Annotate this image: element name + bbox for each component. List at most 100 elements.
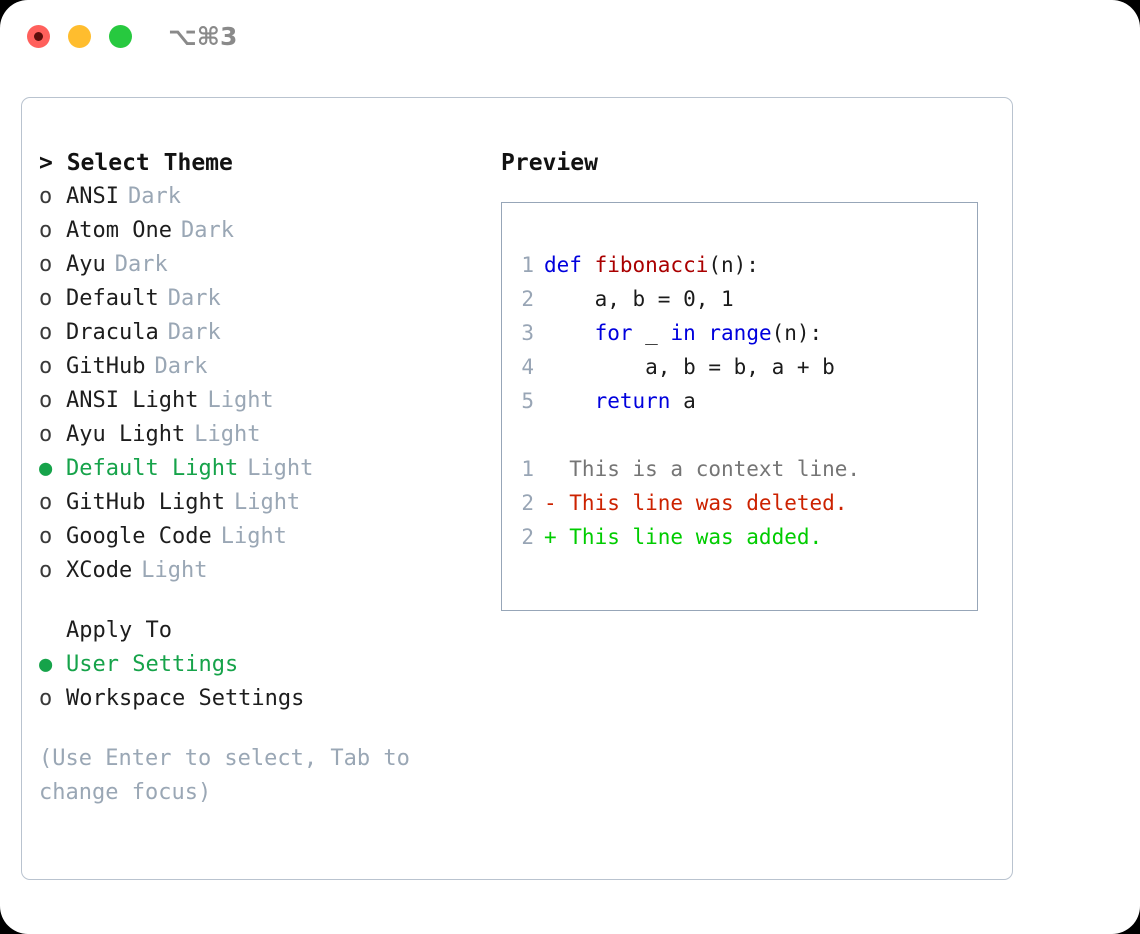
code-token-kw: return: [594, 389, 671, 413]
theme-option-google-code[interactable]: o Google Code Light: [39, 520, 469, 554]
theme-option-label: XCode: [66, 558, 133, 583]
code-token-plain: [544, 389, 595, 413]
line-number: 2: [521, 525, 534, 549]
diff-line-text: + This line was added.: [544, 525, 823, 549]
radio-unselected-icon: o: [39, 218, 53, 243]
code-line: 3 for _ in range(n):: [502, 316, 977, 350]
diff-line-add: 2 + This line was added.: [502, 520, 977, 554]
radio-unselected-icon: o: [39, 252, 53, 277]
theme-option-label: Default: [66, 286, 159, 311]
radio-unselected-icon: o: [39, 558, 53, 583]
code-token-plain: [544, 321, 595, 345]
theme-option-ayu[interactable]: o Ayu Dark: [39, 248, 469, 282]
theme-option-label: Google Code: [66, 524, 212, 549]
line-number: 2: [521, 287, 534, 311]
radio-unselected-icon: o: [39, 354, 53, 379]
code-token-kw: def: [544, 253, 595, 277]
theme-variant-tag: Light: [233, 490, 301, 515]
preview-heading: Preview: [501, 150, 598, 176]
code-token-plain: a: [670, 389, 696, 413]
theme-option-xcode[interactable]: o XCode Light: [39, 554, 469, 588]
theme-option-ansi-light[interactable]: o ANSI Light Light: [39, 384, 469, 418]
radio-unselected-icon: o: [39, 388, 53, 413]
line-number: 5: [521, 389, 534, 413]
theme-variant-tag: Light: [207, 388, 274, 413]
radio-unselected-icon: o: [39, 490, 53, 515]
minimize-button[interactable]: [68, 25, 91, 48]
diff-line-del: 2 - This line was deleted.: [502, 486, 977, 520]
theme-variant-tag: Light: [141, 558, 208, 583]
code-line: 4 a, b = b, a + b: [502, 350, 977, 384]
code-token-kw: range: [708, 321, 772, 345]
select-theme-heading: > Select Theme: [39, 150, 233, 176]
diff-line-ctx: 1 This is a context line.: [502, 452, 977, 486]
theme-option-dracula[interactable]: o Dracula Dark: [39, 316, 469, 350]
theme-variant-tag: Dark: [127, 184, 181, 209]
line-number: 2: [521, 491, 534, 515]
code-token-plain: (n):: [708, 253, 759, 277]
zoom-button[interactable]: [109, 25, 132, 48]
theme-variant-tag: Light: [247, 456, 314, 481]
line-number: 3: [521, 321, 534, 345]
line-number: 4: [521, 355, 534, 379]
code-token-plain: a, b = 0, 1: [544, 287, 734, 311]
theme-variant-tag: Dark: [114, 252, 168, 277]
apply-to-heading: Apply To: [66, 618, 172, 643]
code-token-plain: a, b = b, a + b: [544, 355, 835, 379]
theme-option-label: ANSI: [66, 184, 119, 209]
code-line-text: for _ in range(n):: [544, 316, 823, 350]
theme-option-atom-one[interactable]: o Atom One Dark: [39, 214, 469, 248]
theme-option-label: GitHub: [66, 354, 146, 379]
radio-selected-icon: ●: [39, 456, 53, 481]
code-token-kw: for: [594, 321, 633, 345]
code-diff-spacer: [502, 418, 977, 452]
apply-to-option-label: User Settings: [66, 652, 239, 677]
radio-unselected-icon: o: [39, 524, 53, 549]
radio-unselected-icon: o: [39, 320, 53, 345]
theme-option-label: Ayu: [66, 252, 106, 277]
code-line: 5 return a: [502, 384, 977, 418]
theme-option-ayu-light[interactable]: o Ayu Light Light: [39, 418, 469, 452]
theme-option-label: Atom One: [66, 218, 172, 243]
code-line-text: def fibonacci(n):: [544, 248, 759, 282]
theme-variant-tag: Dark: [180, 218, 234, 243]
keyboard-shortcut-label: ⌥⌘3: [168, 22, 238, 51]
close-button[interactable]: [27, 25, 50, 48]
code-line-text: return a: [544, 384, 696, 418]
title-bar: ⌥⌘3: [0, 0, 1140, 78]
theme-option-ansi[interactable]: o ANSI Dark: [39, 180, 469, 214]
code-line-text: a, b = b, a + b: [544, 350, 835, 384]
theme-variant-tag: Dark: [167, 320, 221, 345]
theme-option-label: Dracula: [66, 320, 159, 345]
code-token-plain: _: [632, 321, 671, 345]
theme-option-label: Ayu Light: [66, 422, 186, 447]
window-controls: [27, 25, 132, 48]
theme-option-label: ANSI Light: [66, 388, 199, 413]
diff-line-text: - This line was deleted.: [544, 491, 848, 515]
apply-to-option-user-settings[interactable]: ● User Settings: [39, 648, 469, 682]
code-token-plain: (n):: [771, 321, 823, 345]
line-number: 1: [521, 457, 534, 481]
radio-unselected-icon: o: [39, 422, 53, 447]
apply-to-option-label: Workspace Settings: [66, 686, 305, 711]
theme-variant-tag: Light: [194, 422, 261, 447]
code-token-fn: fibonacci: [594, 253, 709, 277]
theme-variant-tag: Light: [220, 524, 287, 549]
radio-unselected-icon: o: [39, 184, 53, 209]
spacer: [39, 588, 469, 614]
radio-selected-icon: ●: [39, 652, 53, 677]
code-line: 2 a, b = 0, 1: [502, 282, 977, 316]
code-token-kw: in: [670, 321, 709, 345]
theme-variant-tag: Dark: [167, 286, 221, 311]
